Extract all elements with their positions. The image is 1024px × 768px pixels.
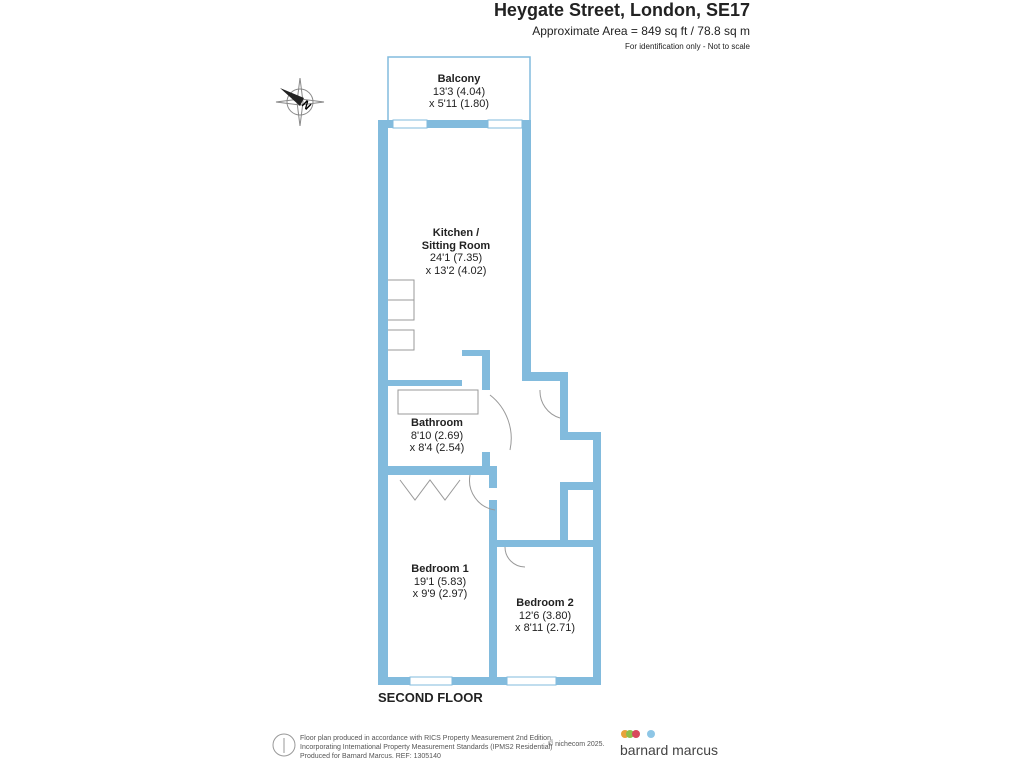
room-name: Bedroom 1 (411, 563, 469, 575)
floor-label: SECOND FLOOR (378, 690, 483, 705)
plan-title: Heygate Street, London, SE17 (493, 0, 750, 20)
room-name: Bathroom (411, 417, 463, 429)
room-dim: 24'1 (7.35) (429, 252, 483, 264)
compass-icon: N (275, 77, 325, 127)
area-text: Approximate Area = 849 sq ft / 78.8 sq m (532, 24, 750, 38)
room-dim: x 13'2 (4.02) (425, 264, 487, 277)
brand-logo: barnard marcus (620, 742, 719, 758)
room-dim: 8'10 (2.69) (410, 429, 464, 442)
windows (392, 119, 557, 686)
walls (378, 120, 601, 685)
room-dim: x 8'4 (2.54) (409, 442, 465, 454)
room-dim: x 8'11 (2.71) (515, 622, 575, 634)
footer-note: Floor plan produced in accordance with R… (300, 735, 553, 760)
room-name: Kitchen / (432, 227, 480, 239)
room-name: Balcony (437, 73, 481, 85)
copyright: © nichecom 2025. (548, 741, 605, 748)
room-dim: 19'1 (5.83) (413, 575, 467, 588)
room-name: Bedroom 2 (516, 597, 574, 609)
fixtures (388, 279, 561, 568)
room-name: Sitting Room (421, 239, 491, 252)
room-dim: x 9'9 (2.97) (412, 588, 468, 600)
room-dim: x 5'11 (1.80) (429, 98, 489, 110)
room-dim: 13'3 (4.04) (432, 85, 486, 98)
disclaimer: For identification only - Not to scale (625, 42, 750, 51)
room-dim: 12'6 (3.80) (518, 609, 572, 622)
